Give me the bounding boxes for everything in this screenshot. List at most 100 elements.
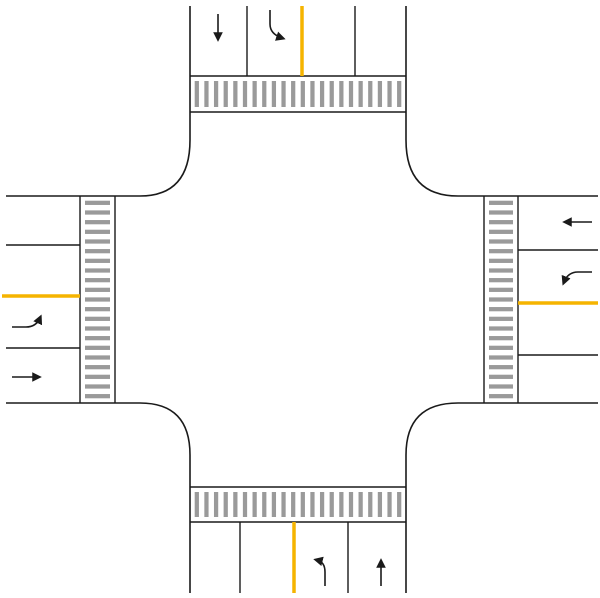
crosswalk-stripe [348, 81, 354, 107]
crosswalk-stripe [194, 492, 199, 517]
crosswalk-stripe [194, 81, 199, 107]
crosswalk-stripe [489, 336, 513, 341]
crosswalk-east [483, 196, 519, 403]
crosswalk-stripe [319, 492, 325, 517]
crosswalk-stripe [368, 81, 373, 107]
crosswalk-stripe [291, 492, 296, 517]
crosswalk-stripe [339, 492, 344, 517]
crosswalk-north [190, 75, 406, 113]
crosswalk-stripe [223, 492, 228, 517]
crosswalk-stripe [339, 81, 344, 107]
crosswalk-stripe [489, 345, 513, 350]
crosswalk-stripe [85, 239, 110, 244]
crosswalks [79, 75, 519, 523]
crosswalk-stripe [252, 81, 257, 107]
crosswalk-stripe [85, 394, 110, 399]
crosswalk-stripe [489, 229, 513, 234]
crosswalk-stripe [489, 287, 513, 292]
crosswalk-stripe [85, 258, 110, 263]
crosswalk-stripe [489, 268, 513, 273]
curbs [6, 6, 598, 593]
crosswalk-stripe [85, 316, 110, 321]
crosswalk-stripe [85, 365, 110, 370]
crosswalk-stripe [85, 268, 110, 273]
crosswalk-stripe [397, 492, 402, 517]
crosswalk-stripe [387, 81, 392, 107]
crosswalk-stripe [319, 81, 325, 107]
crosswalk-stripe [489, 220, 513, 225]
crosswalk-stripe [489, 249, 513, 254]
center-lines [2, 6, 598, 593]
crosswalk-stripe [85, 326, 110, 331]
crosswalk-stripe [489, 355, 513, 360]
lane-arrows [12, 10, 592, 586]
left-turn-icon [12, 314, 43, 328]
crosswalk-stripe [281, 81, 286, 107]
crosswalk-stripe [262, 492, 267, 517]
crosswalk-stripe [85, 345, 110, 350]
crosswalk-stripe [213, 81, 219, 107]
crosswalk-stripe [489, 239, 513, 244]
crosswalk-stripe [489, 210, 513, 215]
crosswalk-stripe [489, 258, 513, 263]
crosswalk-stripe [85, 220, 110, 225]
crosswalk-stripe [358, 81, 363, 107]
crosswalk-stripe [489, 200, 513, 205]
crosswalk-stripe [291, 81, 296, 107]
crosswalk-stripe [85, 374, 110, 379]
crosswalk-stripe [489, 307, 513, 312]
crosswalk-stripe [262, 81, 267, 107]
crosswalk-stripe [281, 492, 286, 517]
crosswalk-stripe [329, 81, 334, 107]
crosswalk-stripe [329, 492, 334, 517]
crosswalk-stripe [489, 374, 513, 379]
crosswalk-stripe [85, 200, 110, 205]
crosswalk-stripe [397, 81, 402, 107]
left-turn-icon [561, 271, 592, 286]
crosswalk-stripe [204, 492, 209, 517]
crosswalk-stripe [348, 492, 354, 517]
crosswalk-stripe [377, 492, 383, 517]
crosswalk-stripe [85, 355, 110, 360]
lane-lines [6, 6, 598, 593]
crosswalk-stripe [85, 210, 110, 215]
crosswalk-stripe [242, 492, 248, 517]
crosswalk-stripe [300, 492, 305, 517]
crosswalk-stripe [300, 81, 305, 107]
crosswalk-stripe [489, 394, 513, 399]
crosswalk-stripe [213, 492, 219, 517]
right-turn-icon [269, 10, 286, 41]
left-turn-icon [313, 556, 326, 586]
crosswalk-stripe [358, 492, 363, 517]
crosswalk-stripe [233, 492, 238, 517]
curb-southwest [6, 402, 191, 593]
crosswalk-stripe [242, 81, 248, 107]
crosswalk-stripe [489, 297, 513, 302]
crosswalk-stripe [85, 229, 110, 234]
crosswalk-stripe [233, 81, 238, 107]
crosswalk-stripe [368, 492, 373, 517]
crosswalk-stripe [489, 326, 513, 331]
crosswalk-stripe [85, 278, 110, 283]
crosswalk-stripe [85, 307, 110, 312]
crosswalk-south [190, 486, 406, 523]
crosswalk-stripe [387, 492, 392, 517]
crosswalk-stripe [252, 492, 257, 517]
crosswalk-stripe [489, 316, 513, 321]
crosswalk-stripe [489, 384, 513, 389]
crosswalk-stripe [85, 384, 110, 389]
crosswalk-stripe [271, 492, 277, 517]
curb-northwest [6, 6, 191, 197]
crosswalk-stripe [85, 297, 110, 302]
crosswalk-stripe [377, 81, 383, 107]
curb-northeast [405, 6, 598, 197]
crosswalk-stripe [223, 81, 228, 107]
crosswalk-stripe [310, 492, 315, 517]
crosswalk-stripe [489, 278, 513, 283]
crosswalk-west [79, 196, 116, 403]
crosswalk-stripe [271, 81, 277, 107]
crosswalk-stripe [85, 249, 110, 254]
crosswalk-stripe [85, 287, 110, 292]
crosswalk-stripe [489, 365, 513, 370]
